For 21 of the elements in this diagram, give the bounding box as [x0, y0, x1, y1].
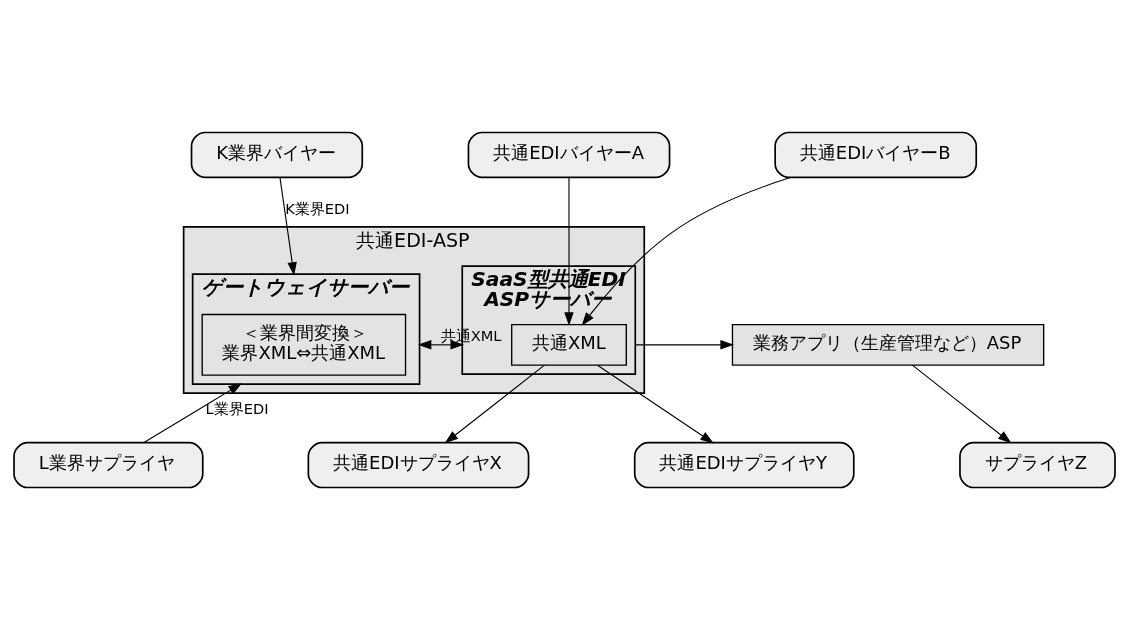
- arrow: [911, 364, 1012, 444]
- arrow: [444, 364, 546, 444]
- node-box: サプライヤZ: [959, 441, 1116, 489]
- arrow: [597, 364, 714, 444]
- edge-label: K業界EDI: [285, 199, 350, 217]
- arrow: [417, 340, 464, 350]
- node-box: 業務アプリ（生産管理など）ASP: [731, 323, 1045, 366]
- node-box: 共通EDIバイヤーA: [467, 131, 671, 179]
- edge-label: L業界EDI: [205, 399, 269, 417]
- node-box: L業界サプライヤ: [13, 441, 204, 489]
- node-box: 共通XML: [511, 323, 627, 366]
- arrow: [634, 340, 734, 350]
- node-box: 共通EDIサプライヤX: [307, 441, 530, 489]
- arrow: [581, 177, 791, 326]
- node-box: 共通EDIサプライヤY: [633, 441, 855, 489]
- node-box: K業界バイヤー: [190, 131, 364, 179]
- node-box: ＜業界間変換＞ 業界XML⇔共通XML: [201, 313, 407, 376]
- node-box: 共通EDIバイヤーB: [774, 131, 978, 179]
- arrow: [279, 177, 297, 276]
- arrow: [564, 177, 574, 326]
- arrow: [143, 383, 242, 443]
